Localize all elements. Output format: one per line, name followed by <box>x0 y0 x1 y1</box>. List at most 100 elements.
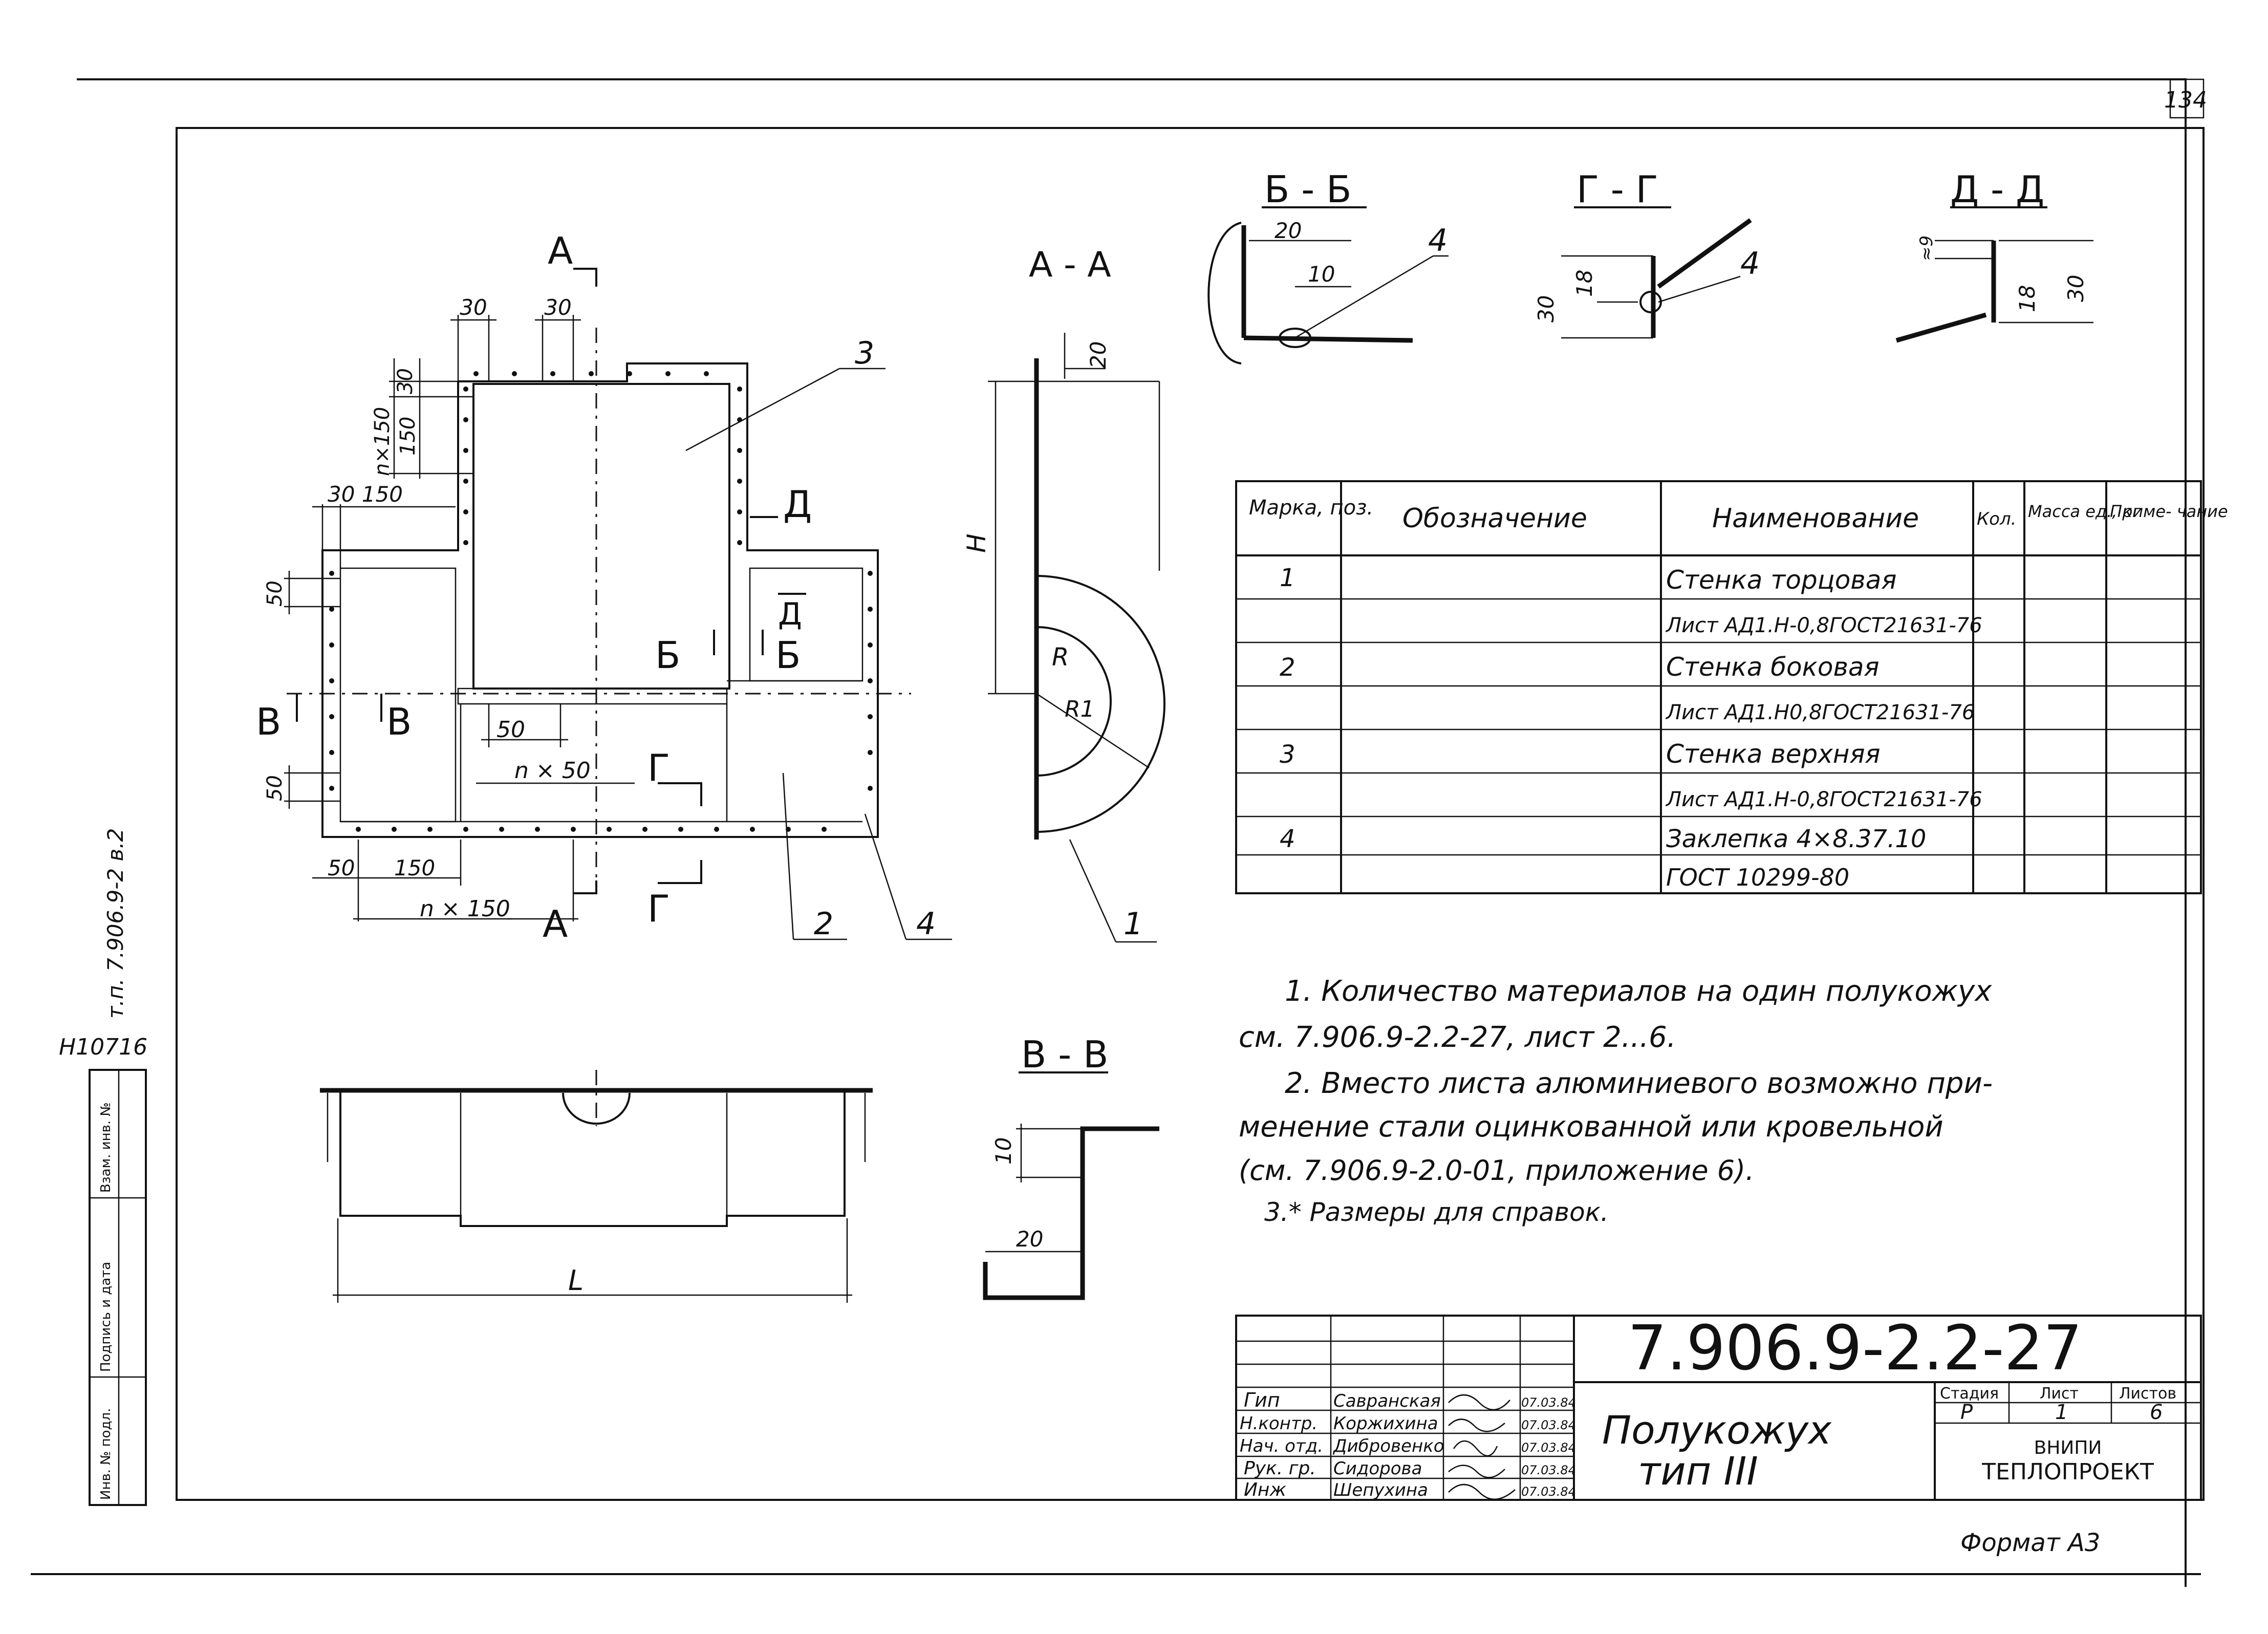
cut-v-left: В <box>256 700 281 743</box>
rivet-mark <box>704 371 709 376</box>
side-code: т.п. 7.906.9-2 в.2 <box>103 828 128 1019</box>
side-stamp <box>89 1069 147 1506</box>
dim-30b: 30 <box>544 295 571 320</box>
plan-dimensions <box>284 315 635 921</box>
date-4: 07.03.84 <box>1521 1463 1576 1477</box>
cut-v-right: В <box>386 700 412 743</box>
section-dd-title: Д - Д <box>1950 168 2044 211</box>
rivet-mark <box>329 786 334 791</box>
rivet-mark <box>822 827 827 832</box>
cut-g-bottom: Г <box>647 887 670 930</box>
dim-n150-bottom: n × 150 <box>420 896 510 922</box>
front-view <box>320 1070 873 1303</box>
bb-callout-4: 4 <box>1428 223 1448 259</box>
rivet-mark <box>868 571 873 576</box>
rivet-mark <box>329 571 334 576</box>
dim-30c: 30 <box>394 368 417 394</box>
section-dd <box>1895 240 2093 343</box>
rivet-mark <box>463 479 468 484</box>
dim-20-aa: 20 <box>1086 341 1111 369</box>
dim-R1: R1 <box>1065 696 1095 722</box>
sheets-value: 6 <box>2150 1401 2163 1424</box>
th-note: Приме- чание <box>2110 502 2228 521</box>
callout-4: 4 <box>916 906 936 942</box>
rivet-mark <box>868 607 873 612</box>
date-2: 07.03.84 <box>1521 1418 1576 1432</box>
rivet-mark <box>463 417 468 422</box>
rivet-mark <box>535 827 540 832</box>
rivet-mark <box>737 479 742 484</box>
doc-title-1: Полукожух <box>1602 1407 1832 1453</box>
rivet-mark <box>571 827 576 832</box>
role-3: Нач. отд. <box>1240 1436 1323 1456</box>
row-2-name: Лист АД1.Н-0,8ГОСТ21631-76 <box>1665 614 1982 637</box>
th-qty: Кол. <box>1977 509 2016 529</box>
note-line-2: см. 7.906.9-2.2-27, лист 2...6. <box>1239 1021 1676 1054</box>
rivet-mark <box>714 827 719 832</box>
rivet-mark <box>392 827 397 832</box>
dd-dim-9: ≈9 <box>1916 235 1937 261</box>
section-bb-title: Б - Б <box>1264 168 1352 211</box>
rivet-mark <box>329 750 334 755</box>
th-mass: Масса ед., кг <box>2028 502 2141 521</box>
section-gg-title: Г - Г <box>1576 168 1658 211</box>
rivet-mark <box>607 827 612 832</box>
dim-50-left-bottom: 50 <box>263 775 287 801</box>
date-3: 07.03.84 <box>1521 1440 1576 1455</box>
cut-d-top: Д <box>783 483 812 526</box>
note-line-6: 3.* Размеры для справок. <box>1264 1197 1609 1227</box>
dim-50-mid: 50 <box>496 717 525 743</box>
section-aa-title: А - А <box>1029 245 1111 285</box>
row-1-pos: 1 <box>1280 564 1295 592</box>
bb-dim-10: 10 <box>1308 262 1335 287</box>
section-vv-title: В - В <box>1021 1033 1109 1076</box>
stage-label: Стадия <box>1940 1385 1999 1403</box>
rivet-mark <box>737 509 742 514</box>
rivet-mark <box>737 448 742 453</box>
row-8-name: ГОСТ 10299-80 <box>1666 864 1849 891</box>
rivet-mark <box>427 827 433 832</box>
dim-n50: n × 50 <box>514 758 591 784</box>
date-5: 07.03.84 <box>1521 1485 1576 1499</box>
dd-dim-30: 30 <box>2063 275 2088 302</box>
rivet-mark <box>356 827 361 832</box>
row-5-name: Стенка верхняя <box>1666 739 1881 769</box>
rivet-mark <box>463 386 468 392</box>
row-1-name: Стенка торцовая <box>1666 565 1897 595</box>
rivet-mark <box>329 678 334 683</box>
note-line-1: 1. Количество материалов на один полукож… <box>1285 975 1992 1008</box>
row-3-name: Стенка боковая <box>1666 652 1880 682</box>
dim-n150-top: n×150 <box>371 407 394 476</box>
cut-d-bottom: Д <box>778 596 802 632</box>
sheet-number-box <box>2169 78 2205 119</box>
side-inv-label: Инв. № подл. <box>98 1408 114 1500</box>
th-name: Наименование <box>1712 503 1919 534</box>
row-6-name: Лист АД1.Н-0,8ГОСТ21631-76 <box>1665 788 1982 811</box>
callout-3: 3 <box>855 335 874 371</box>
vv-dim-10: 10 <box>991 1137 1016 1165</box>
drawing-border <box>176 127 2205 1501</box>
side-replace-label: Взам. инв. № <box>98 1102 114 1193</box>
sheet-label: Лист <box>2040 1385 2079 1403</box>
rivet-mark <box>737 540 742 545</box>
bb-dim-20: 20 <box>1275 218 1302 243</box>
role-4: Рук. гр. <box>1244 1458 1316 1479</box>
rivet-mark <box>868 678 873 683</box>
cut-a-top: А <box>548 229 573 272</box>
rivet-mark <box>627 371 632 376</box>
cut-g-top: Г <box>647 746 670 789</box>
rivet-mark <box>642 827 647 832</box>
archive-number: Н10716 <box>59 1034 147 1060</box>
row-7-name: Заклепка 4×8.37.10 <box>1666 825 1926 853</box>
sheet-value: 1 <box>2055 1401 2068 1424</box>
rivet-mark <box>499 827 504 832</box>
rivet-mark <box>463 448 468 453</box>
plan-leaders <box>685 368 952 940</box>
dim-50-left-top: 50 <box>263 580 287 607</box>
rivet-mark <box>868 786 873 791</box>
cut-b-right: Б <box>775 634 801 677</box>
rivet-mark <box>589 371 594 376</box>
rivet-mark <box>473 371 479 376</box>
cut-a-bottom: А <box>543 902 568 945</box>
rivet-mark <box>550 371 555 376</box>
